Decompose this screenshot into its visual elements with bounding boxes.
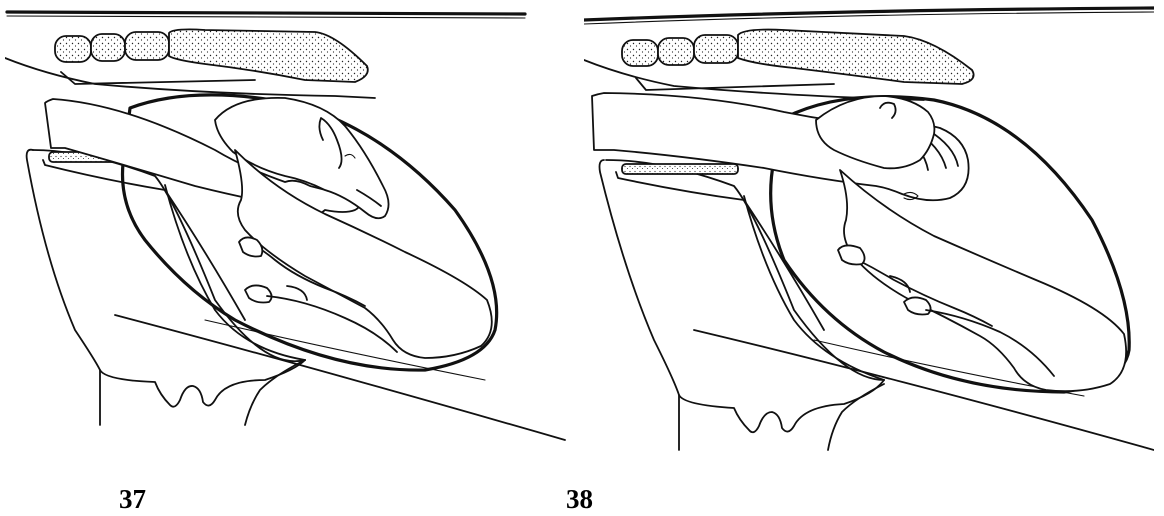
back-line (7, 12, 525, 14)
obstetric-drawing-37 (5, 0, 575, 465)
obstetric-drawing-38 (584, 0, 1154, 465)
leg-line (828, 384, 884, 450)
fetus-body (840, 170, 1126, 391)
figure-38-illustration (584, 0, 1154, 465)
back-line (584, 8, 1154, 20)
fetus-hoof-2 (904, 297, 931, 314)
vaginal-stipple (622, 164, 738, 174)
fetus-hoof-1 (838, 245, 865, 264)
udder (679, 380, 884, 432)
abdominal-wall (27, 150, 100, 425)
figure-label-37: 37 (119, 486, 146, 513)
floor-line (115, 315, 565, 440)
vertebrae (55, 29, 368, 82)
leg-line (245, 360, 305, 425)
fetus-knee (287, 286, 307, 300)
figure-37-illustration (5, 0, 575, 465)
abdominal-wall (600, 160, 680, 450)
vertebrae (622, 30, 974, 84)
back-line-inner (7, 16, 525, 18)
fetus-hoof-2 (245, 285, 272, 302)
figure-label-38: 38 (566, 486, 593, 513)
udder (100, 360, 305, 407)
